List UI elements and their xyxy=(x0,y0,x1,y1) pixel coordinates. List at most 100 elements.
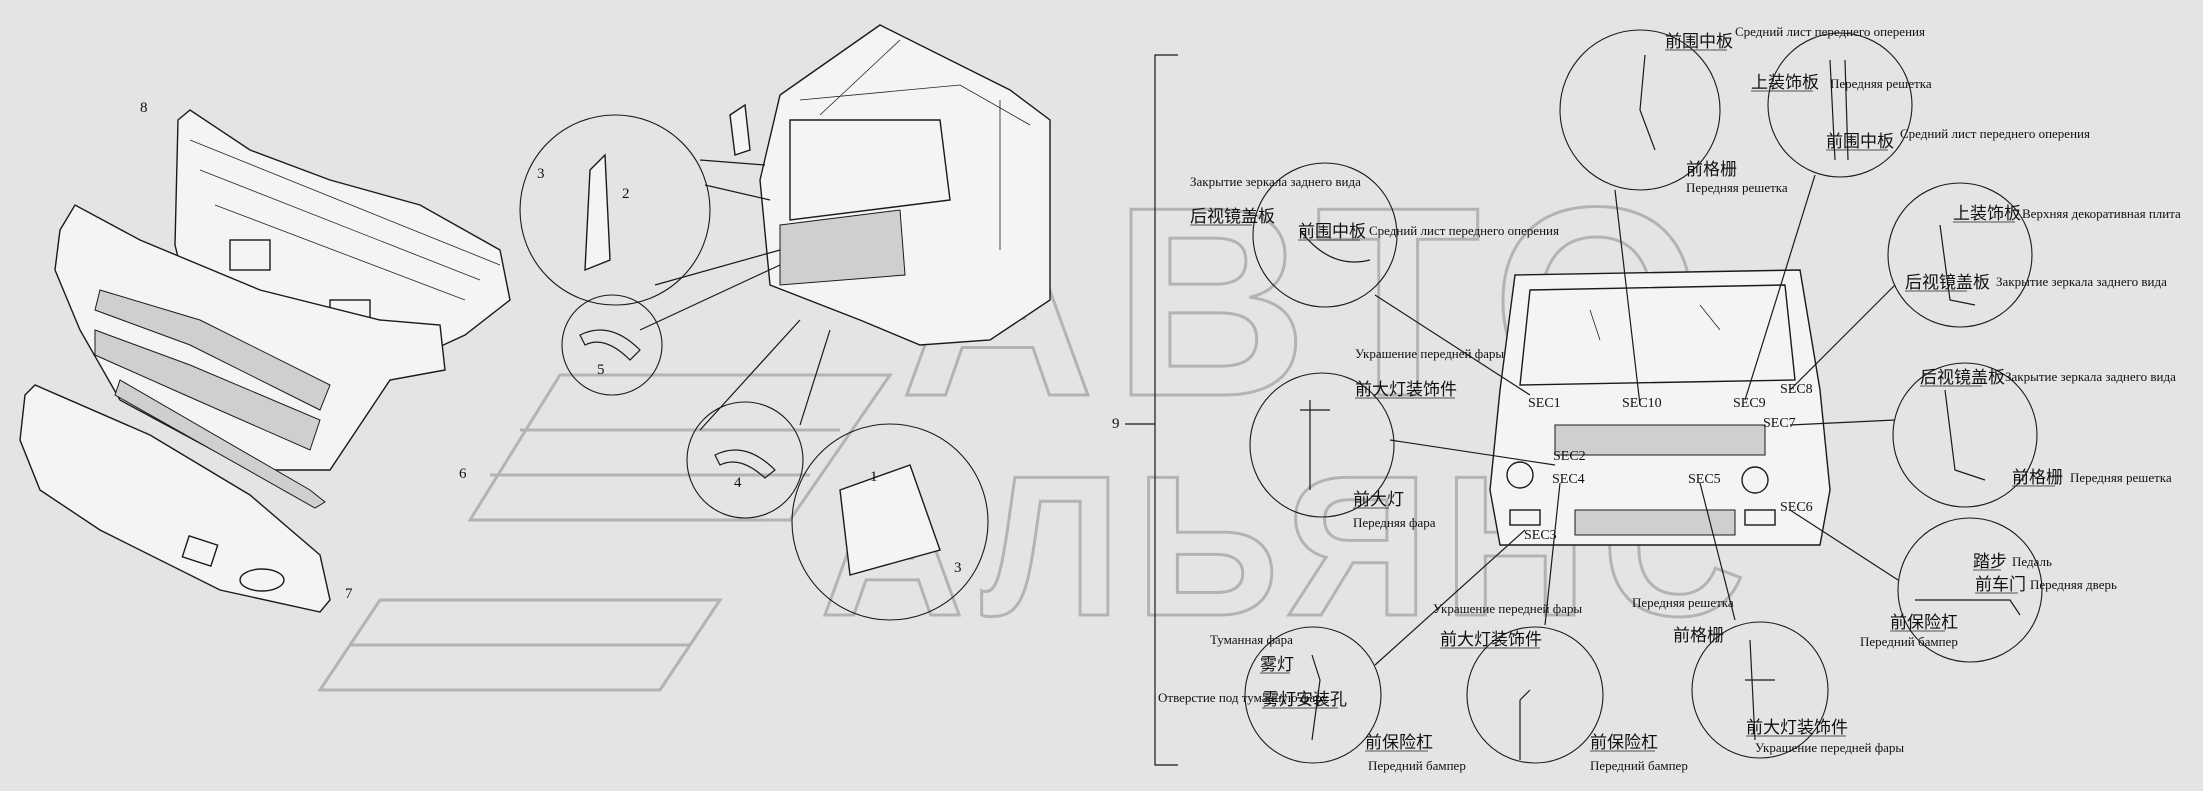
detail-sec3 xyxy=(1244,626,1382,764)
callout-c9-cn2: 雾灯安装孔 xyxy=(1262,690,1347,709)
callout-c6-ru2: Передняя решетка xyxy=(2070,470,2172,485)
callout-c6-cn2: 前格栅 xyxy=(2012,468,2063,487)
callout-c10-cn2: 前保险杠 xyxy=(1590,733,1658,752)
callout-c10-cn1: 前大灯装饰件 xyxy=(1440,630,1542,649)
bumper-slot xyxy=(181,535,219,567)
section-2: SEC2 xyxy=(1553,449,1586,464)
callout-c7-cn1: 踏步 xyxy=(1973,552,2007,571)
callout-c5-cn2: 前大灯 xyxy=(1353,490,1404,509)
detail-sec9 xyxy=(1767,32,1913,178)
callout-c9-ru3: Передний бампер xyxy=(1368,758,1466,773)
detail-sec8 xyxy=(1887,182,2033,328)
callout-c7-ru1: Педаль xyxy=(2012,554,2052,569)
callout-c5-ru1: Украшение передней фары xyxy=(1355,346,1504,361)
callout-c5-cn1: 前大灯装饰件 xyxy=(1355,380,1457,399)
cab-windshield xyxy=(789,119,951,221)
callout-c4-ru2: Закрытие зеркала заднего вида xyxy=(1996,274,2167,289)
callout-c9-ru2: Отверстие под туманную фару xyxy=(1158,690,1328,705)
front-view-fog-left xyxy=(1509,509,1541,526)
callout-c2-ru2: Средний лист переднего оперения xyxy=(1900,126,2090,141)
callout-c9-cn3: 前保险杠 xyxy=(1365,733,1433,752)
front-bumper xyxy=(19,384,331,613)
grille-lower-strip xyxy=(114,379,326,509)
grille-mesh-lower xyxy=(94,329,321,451)
callout-c7-cn3: 前保险杠 xyxy=(1890,613,1958,632)
detail-circle-4 xyxy=(686,401,804,519)
side-panel-detail xyxy=(839,464,941,576)
detail-circle-bottom xyxy=(791,423,989,621)
exploded-parts xyxy=(19,24,1051,621)
front-view-cab xyxy=(1489,269,1831,546)
callout-c2-ru1: Передняя решетка xyxy=(1830,76,1932,91)
callout-c3-ru2: Средний лист переднего оперения xyxy=(1369,223,1559,238)
callout-c4-cn1: 上装饰板 xyxy=(1953,204,2021,223)
part-number-labels: 8 2 3 5 6 4 7 1 3 9 xyxy=(140,100,1120,602)
callout-c7-ru3: Передний бампер xyxy=(1860,634,1958,649)
callouts: 前围中板 Средний лист переднего оперения 上装饰… xyxy=(1158,24,2181,773)
fog-lamp-hole xyxy=(239,568,285,592)
part-number-9: 9 xyxy=(1112,416,1120,432)
front-view-headlamp-right xyxy=(1741,466,1769,494)
callout-c6-cn1: 后视镜盖板 xyxy=(1920,368,2005,387)
callout-c2-ru3: Передняя решетка xyxy=(1686,180,1788,195)
part-number-5: 5 xyxy=(597,362,605,378)
section-10: SEC10 xyxy=(1622,396,1662,411)
callout-c3-ru1: Закрытие зеркала заднего вида xyxy=(1190,174,1361,189)
detail-circle-1 xyxy=(519,114,711,306)
front-view-fog-right xyxy=(1744,509,1776,526)
detail-sec5 xyxy=(1691,621,1829,759)
section-3: SEC3 xyxy=(1524,528,1557,543)
assembly-bracket xyxy=(1125,54,1178,766)
front-view-windshield xyxy=(1519,284,1796,386)
detail-sec7 xyxy=(1892,362,2038,508)
part-number-2: 2 xyxy=(622,186,630,202)
detail-sec6 xyxy=(1897,517,2043,663)
detail-sec2 xyxy=(1249,372,1395,518)
callout-c4-ru1: Верхняя декоративная плита xyxy=(2022,206,2181,221)
part-number-3a: 3 xyxy=(537,166,545,182)
callout-c1-cn: 前围中板 xyxy=(1665,32,1733,51)
callout-c5-ru2: Передняя фара xyxy=(1353,515,1436,530)
detail-sec4 xyxy=(1466,626,1604,764)
part-number-8: 8 xyxy=(140,100,148,116)
callout-c10-ru2: Передний бампер xyxy=(1590,758,1688,773)
part-number-1: 1 xyxy=(870,469,878,485)
panel-cutout-1 xyxy=(229,239,271,271)
callout-c11-cn1: 前格栅 xyxy=(1673,626,1724,645)
part-number-7: 7 xyxy=(345,586,353,602)
callout-c2-cn1: 上装饰板 xyxy=(1751,73,1819,92)
watermark-logo xyxy=(317,373,893,692)
section-8: SEC8 xyxy=(1780,382,1813,397)
mirror-cover-detail xyxy=(584,153,611,272)
cab-mirror xyxy=(729,103,751,156)
callout-c1-ru: Средний лист переднего оперения xyxy=(1735,24,1925,39)
part-number-6: 6 xyxy=(459,466,467,482)
section-5: SEC5 xyxy=(1688,472,1721,487)
callout-c11-ru2: Украшение передней фары xyxy=(1755,740,1904,755)
section-4: SEC4 xyxy=(1552,472,1585,487)
callout-c9-ru1: Туманная фара xyxy=(1210,632,1293,647)
callout-c11-cn2: 前大灯装饰件 xyxy=(1746,718,1848,737)
callout-c4-cn2: 后视镜盖板 xyxy=(1905,273,1990,292)
part-number-4: 4 xyxy=(734,475,742,491)
callout-c2-cn3: 前格栅 xyxy=(1686,160,1737,179)
callout-c2-cn2: 前围中板 xyxy=(1826,132,1894,151)
section-1: SEC1 xyxy=(1528,396,1561,411)
callout-c3-cn1: 后视镜盖板 xyxy=(1190,207,1275,226)
section-6: SEC6 xyxy=(1780,500,1813,515)
front-view-headlamp-left xyxy=(1506,461,1534,489)
section-9: SEC9 xyxy=(1733,396,1766,411)
detail-sec10 xyxy=(1559,29,1721,191)
callout-c7-ru2: Передняя дверь xyxy=(2030,577,2117,592)
section-labels: SEC1 SEC2 SEC3 SEC4 SEC5 SEC6 SEC7 SEC8 … xyxy=(1524,382,1813,543)
section-detail-circles xyxy=(1244,29,2043,764)
front-view-bumper-grille xyxy=(1574,509,1736,536)
section-7: SEC7 xyxy=(1763,416,1796,431)
detail-sec1 xyxy=(1252,162,1398,308)
callout-c7-cn2: 前车门 xyxy=(1975,575,2026,594)
grille-mesh-upper xyxy=(94,289,331,411)
part-number-3b: 3 xyxy=(954,560,962,576)
callout-c8-ru0: Передняя решетка xyxy=(1632,595,1734,610)
front-view-grille xyxy=(1554,424,1766,456)
